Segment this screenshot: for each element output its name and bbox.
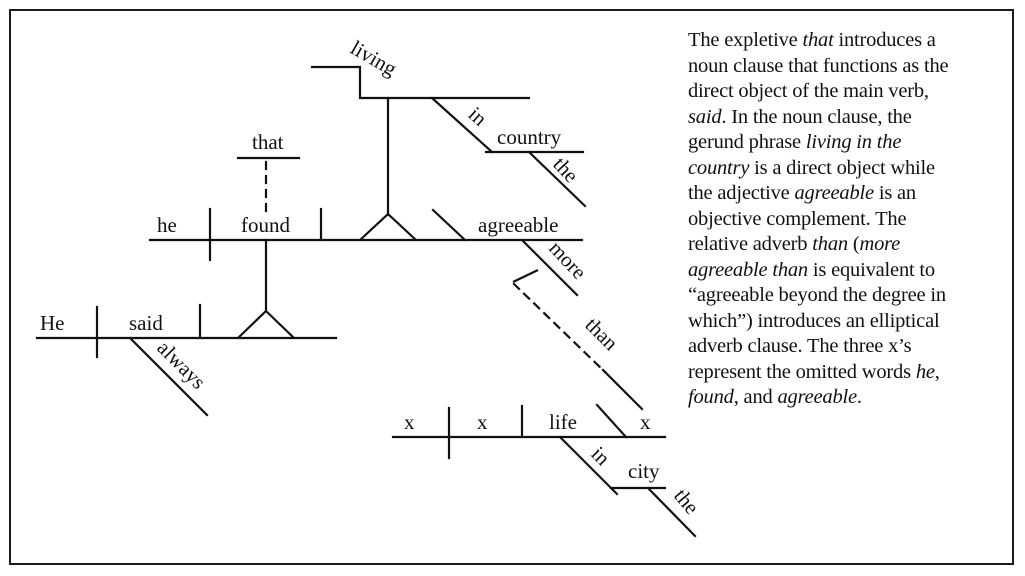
- explanation-segment: gerund phrase: [688, 131, 806, 153]
- explanation-segment: is a direct object while: [749, 156, 935, 179]
- explanation-italic-term: than: [812, 233, 848, 255]
- word-the-top: the: [548, 152, 583, 187]
- modifier-line-more: [520, 238, 579, 297]
- figure-frame: [9, 9, 1014, 565]
- explanation-line: agreeable than is equivalent to: [688, 258, 1000, 284]
- explanation-italic-term: more: [859, 233, 901, 255]
- divider-objective-complement: [431, 208, 467, 242]
- explanation-line: objective complement. The: [688, 207, 1000, 233]
- relative-adverb-dashed: [512, 282, 607, 374]
- modifier-line-the-bottom: [646, 486, 697, 538]
- explanation-segment: which”) introduces an elliptical: [688, 309, 940, 332]
- gerund-step-line: [311, 65, 530, 100]
- explanation-italic-term: country: [688, 156, 750, 179]
- explanation-italic-term: agreeable than: [688, 258, 808, 281]
- explanation-segment: is an: [873, 182, 916, 204]
- explanation-segment: introduces a: [833, 29, 936, 51]
- modifier-line-the-top: [527, 150, 587, 208]
- divider-ellipsis-complement: [595, 403, 628, 439]
- modifier-line-in-bottom: [558, 435, 619, 496]
- explanation-line: noun clause that functions as the: [688, 54, 1000, 80]
- word-that: that: [252, 130, 284, 154]
- word-agreeable: agreeable: [478, 213, 558, 237]
- explanation-italic-term: agreeable: [794, 182, 874, 204]
- explanation-segment: relative adverb: [688, 233, 813, 255]
- explanation-segment: The expletive: [688, 29, 803, 51]
- word-living: living: [347, 36, 402, 82]
- word-x1: x: [404, 410, 415, 434]
- explanation-segment: is equivalent to: [807, 258, 935, 281]
- explanation-segment: , and: [733, 386, 778, 408]
- explanation-segment: objective complement. The: [688, 207, 907, 230]
- word-x3: x: [640, 410, 651, 434]
- word-than: than: [580, 313, 623, 356]
- word-more: more: [544, 236, 591, 284]
- modifier-line-always: [128, 336, 209, 417]
- relative-adverb-hook: [512, 269, 539, 283]
- explanation-segment: represent the omitted words: [688, 360, 916, 383]
- explanation-segment: adverb clause. The three x’s: [688, 335, 912, 357]
- explanation-line: The expletive that introduces a: [688, 28, 1000, 54]
- explanation-segment: noun clause that functions as the: [688, 54, 949, 77]
- explanation-line: found, and agreeable.: [688, 385, 1000, 411]
- explanation-line: “agreeable beyond the degree in: [688, 283, 1000, 309]
- word-in-bottom: in: [586, 442, 615, 471]
- explanation-segment: . In the noun clause, the: [721, 105, 912, 128]
- explanation-line: country is a direct object while: [688, 156, 1000, 182]
- explanation-segment: “agreeable beyond the degree in: [688, 284, 946, 306]
- gerund-phrase: living in country the: [311, 36, 587, 241]
- explanation-italic-term: found: [688, 386, 734, 408]
- relative-adverb-line-than: [601, 368, 644, 411]
- explanation-italic-term: living in the: [805, 131, 902, 153]
- noun-clause: he found agreeable that more: [148, 130, 607, 374]
- explanation-line: represent the omitted words he,: [688, 360, 1000, 386]
- explanation-line: gerund phrase living in the: [688, 130, 1000, 156]
- word-x2: x: [477, 410, 488, 434]
- explanation-segment: direct object of the main verb,: [688, 80, 929, 102]
- explanation-line: said. In the noun clause, the: [688, 105, 1000, 131]
- gerund-stilt-pedestal: [359, 212, 417, 241]
- explanation-segment: ,: [934, 360, 940, 383]
- explanation-segment: .: [856, 386, 862, 408]
- word-in-top: in: [464, 102, 493, 131]
- explanation-line: relative adverb than (more: [688, 232, 1000, 258]
- elliptical-clause: than x x life x in city the: [391, 313, 704, 538]
- word-He: He: [40, 311, 65, 335]
- explanation-segment: (: [847, 233, 860, 255]
- word-always: always: [152, 336, 210, 394]
- explanation-italic-term: that: [802, 29, 834, 51]
- word-life: life: [549, 410, 577, 434]
- word-said: said: [129, 311, 163, 335]
- word-found: found: [241, 213, 290, 237]
- explanation-segment: the adjective: [688, 182, 795, 204]
- word-city: city: [628, 459, 660, 483]
- explanation-italic-term: said: [688, 105, 722, 128]
- explanation-line: adverb clause. The three x’s: [688, 334, 1000, 360]
- noun-clause-stilt-pedestal: [237, 309, 295, 339]
- explanation-line: the adjective agreeable is an: [688, 181, 1000, 207]
- explanation-line: which”) introduces an elliptical: [688, 309, 1000, 335]
- main-clause: He said always: [35, 303, 338, 417]
- word-country: country: [497, 125, 562, 149]
- word-he: he: [157, 213, 177, 237]
- explanation-italic-term: agreeable: [777, 386, 857, 408]
- explanation-italic-term: he: [915, 360, 935, 383]
- modifier-line-in-top: [430, 96, 494, 154]
- explanation-line: direct object of the main verb,: [688, 79, 1000, 105]
